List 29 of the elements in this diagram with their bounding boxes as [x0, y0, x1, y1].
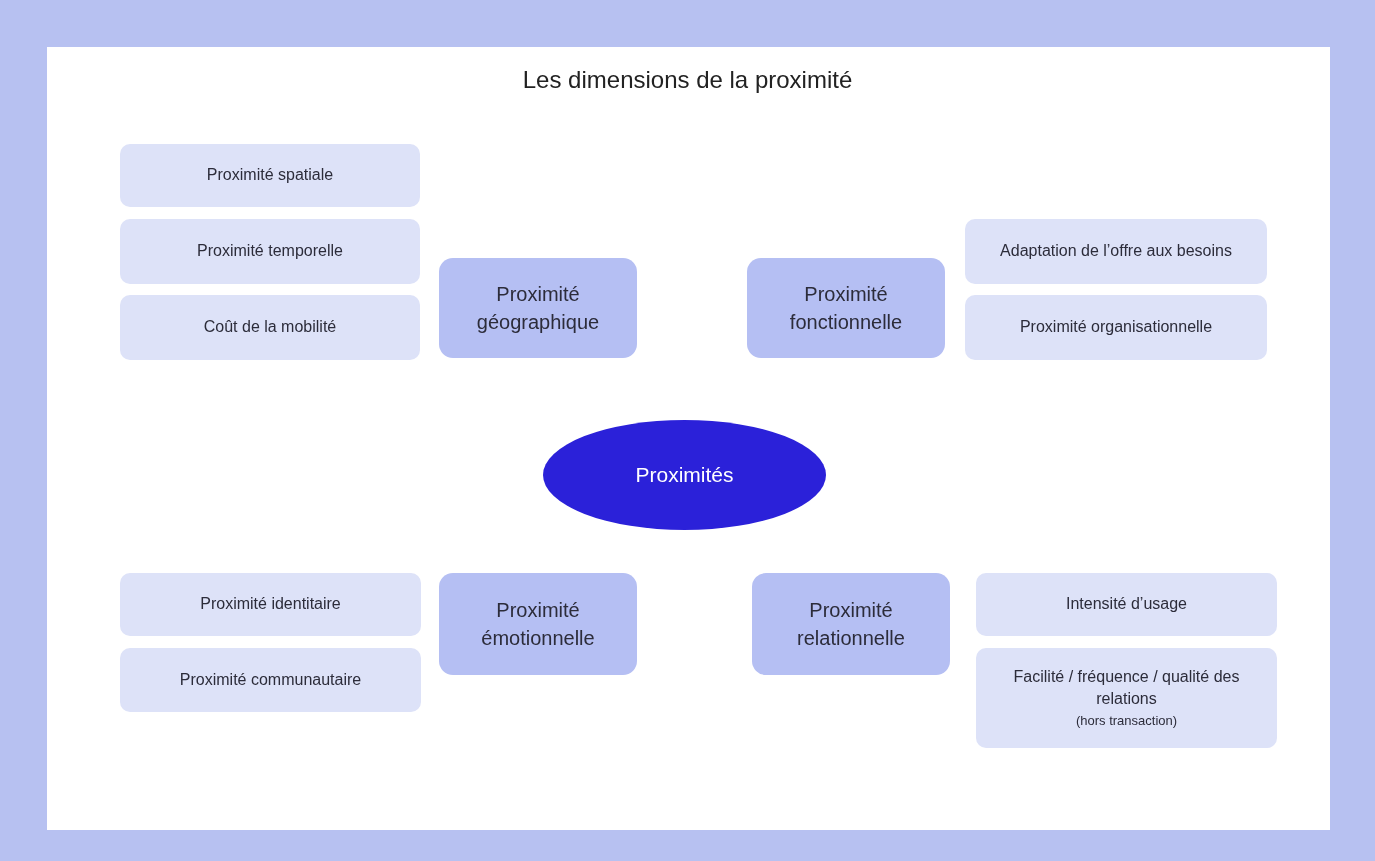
category-box	[439, 258, 637, 358]
node-label: Proximité identitaire	[200, 594, 341, 615]
node-label: Facilité / fréquence / qualité des relations	[1012, 666, 1241, 710]
node-label: Proximité fonctionnelle	[788, 282, 904, 335]
item-box	[976, 648, 1277, 748]
item-box	[965, 295, 1267, 360]
node-label: Proximité géographique	[475, 282, 601, 335]
item-box	[965, 219, 1267, 284]
item-box	[120, 144, 420, 207]
item-box	[120, 295, 420, 360]
category-box	[747, 258, 945, 358]
item-box	[976, 573, 1277, 636]
node-label: Adaptation de l’offre aux besoins	[1000, 241, 1232, 262]
category-box	[439, 573, 637, 675]
node-label: Coût de la mobilité	[203, 317, 337, 338]
item-box	[120, 648, 421, 712]
item-box	[120, 573, 421, 636]
node-label: Proximités	[635, 462, 734, 489]
node-label: Proximité temporelle	[197, 241, 343, 262]
item-box	[120, 219, 420, 284]
node-label: Proximité organisationnelle	[1019, 317, 1213, 338]
node-label: Proximité spatiale	[206, 165, 334, 186]
node-label: Proximité communautaire	[179, 669, 362, 690]
node-label: Proximité relationnelle	[796, 598, 906, 651]
node-label: Proximité émotionnelle	[480, 598, 596, 651]
node-note: (hors transaction)	[1075, 711, 1178, 730]
node-label: Intensité d’usage	[1066, 594, 1187, 615]
title: Les dimensions de la proximité	[521, 66, 854, 94]
category-box	[752, 573, 950, 675]
